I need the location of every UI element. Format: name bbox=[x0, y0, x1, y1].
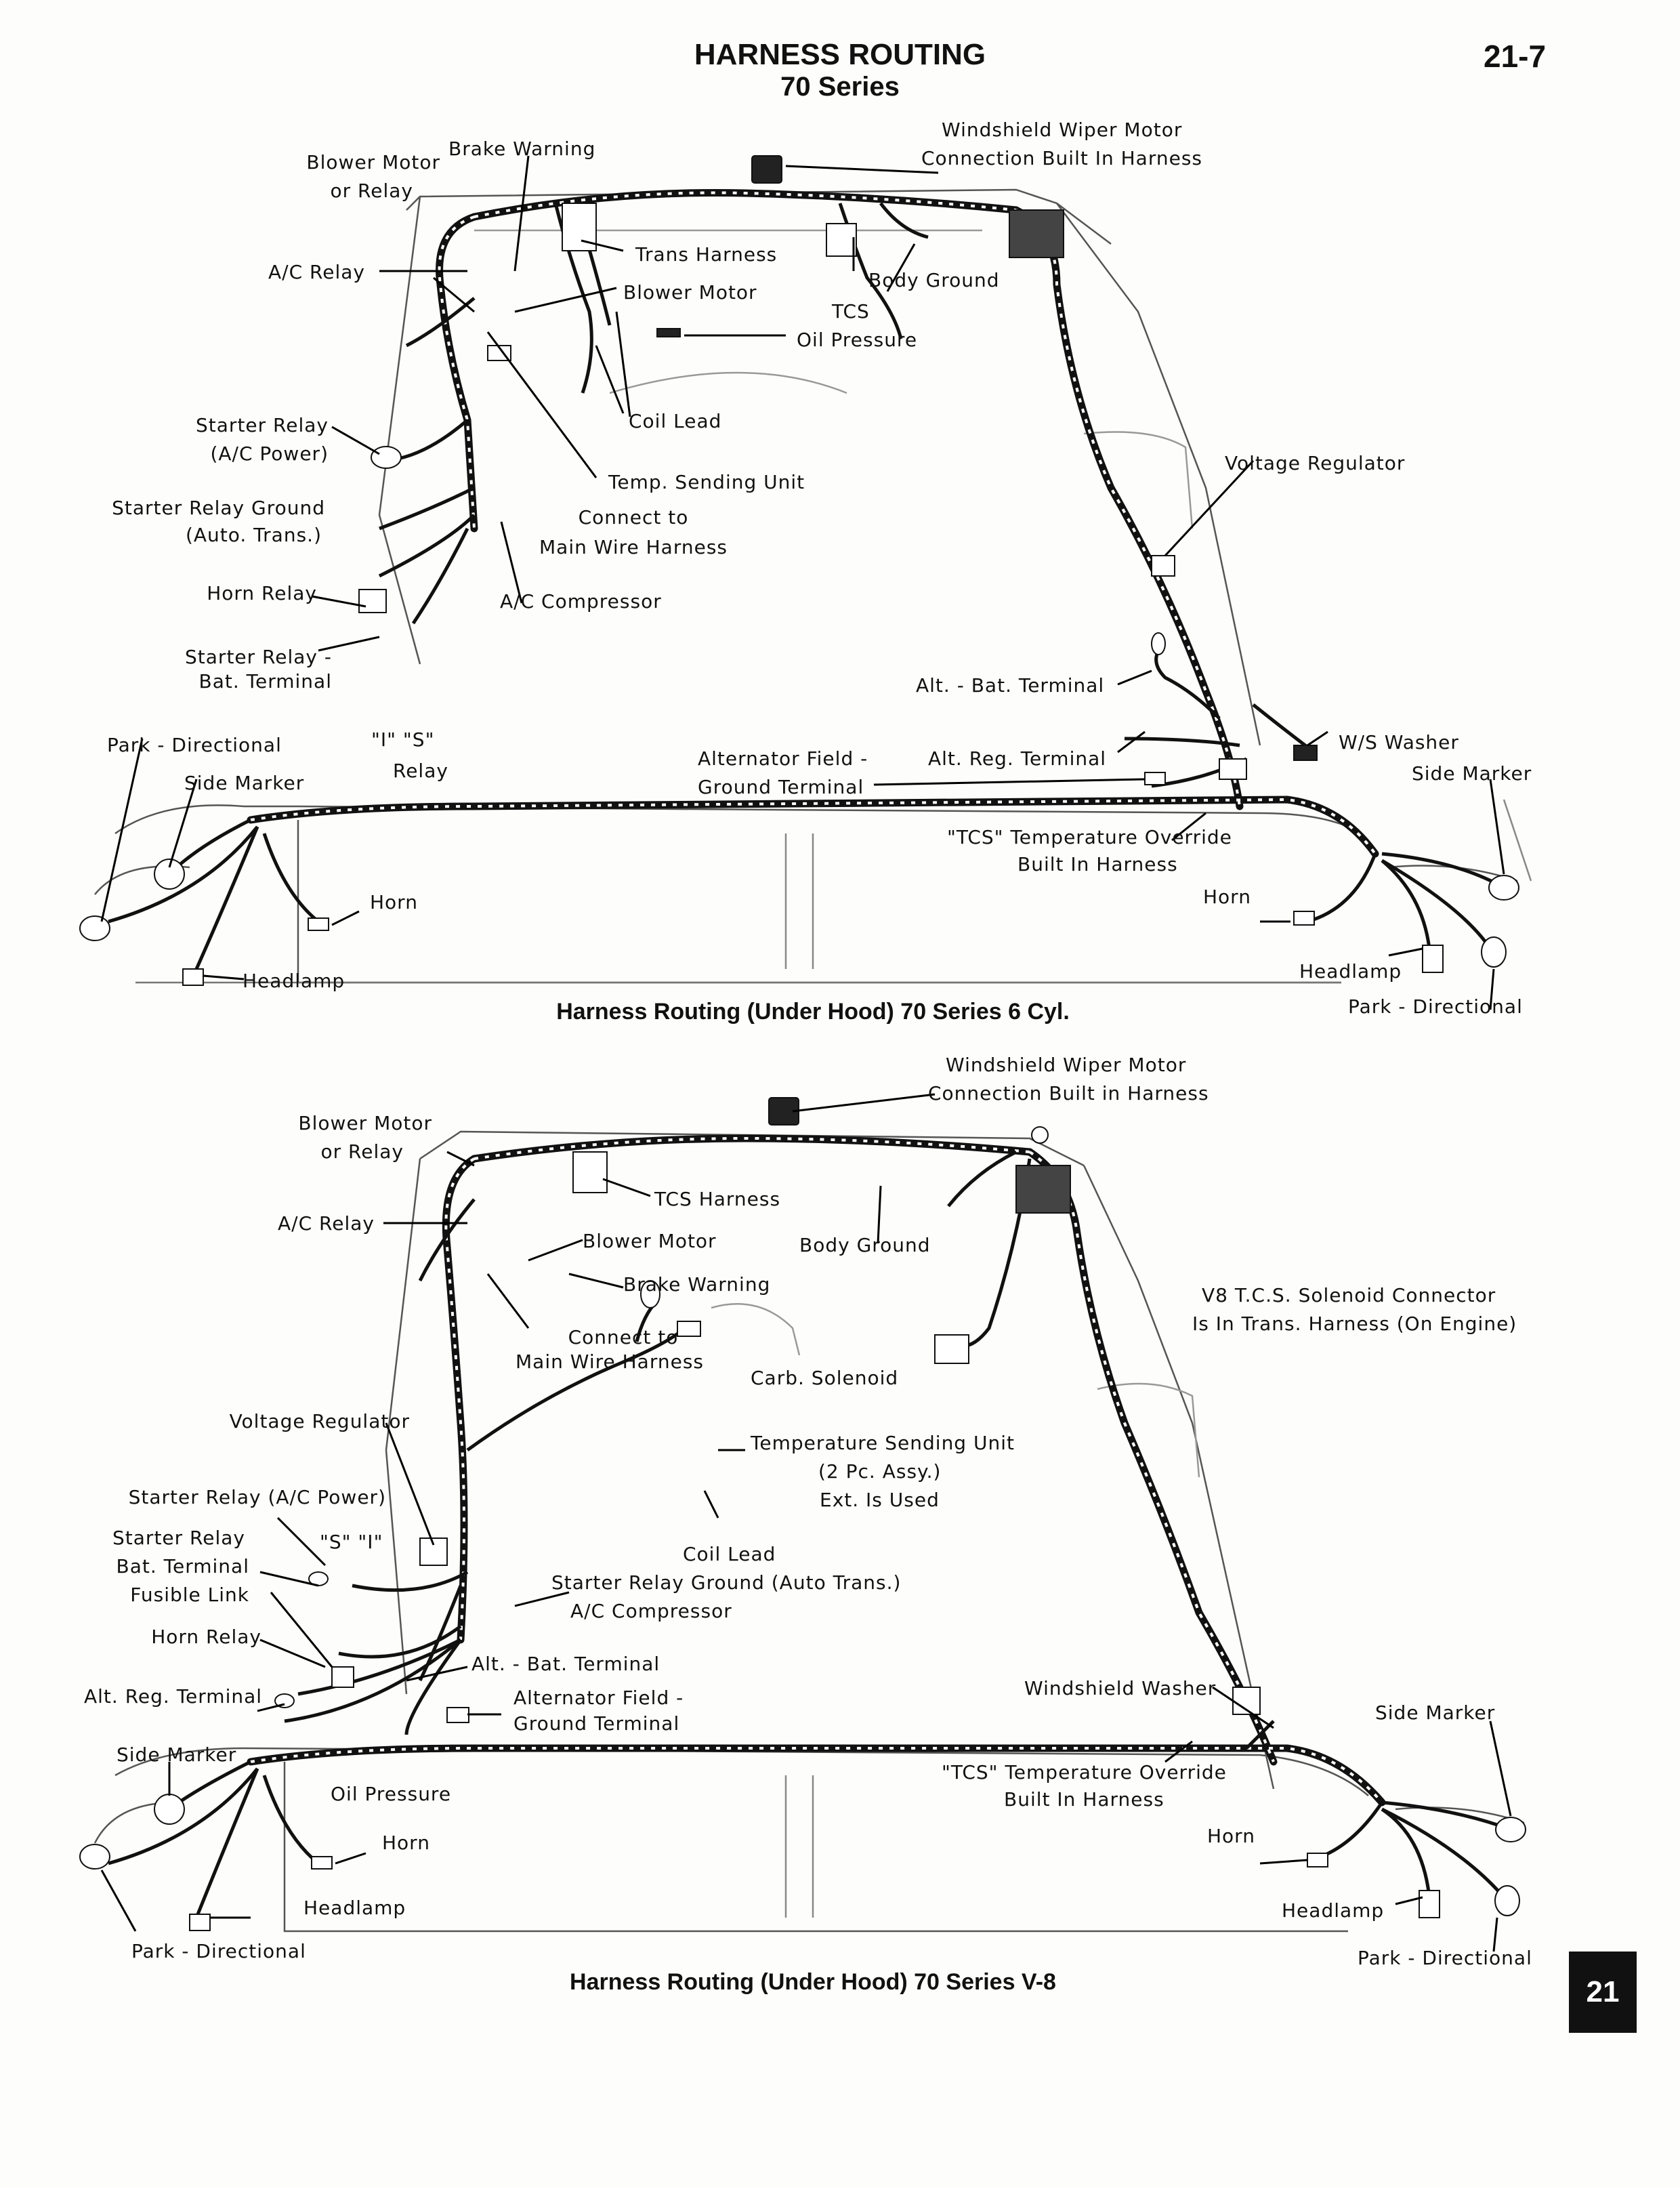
d2-temp-sending-label-2: (2 Pc. Assy.) bbox=[818, 1460, 942, 1483]
page-title: HARNESS ROUTING bbox=[694, 38, 986, 71]
d2-ac-relay-label: A/C Relay bbox=[278, 1212, 375, 1235]
d2-alternator-field-label-2: Ground Terminal bbox=[513, 1712, 680, 1735]
d2-blower-motor-relay-label-2: or Relay bbox=[320, 1140, 404, 1163]
d2-blower-motor-label: Blower Motor bbox=[583, 1230, 717, 1252]
d2-headlamp-left-label: Headlamp bbox=[303, 1897, 406, 1919]
d2-horn-relay-label: Horn Relay bbox=[151, 1626, 261, 1648]
d2-v8-tcs-label-1: V8 T.C.S. Solenoid Connector bbox=[1202, 1284, 1496, 1306]
d2-brake-warning-label: Brake Warning bbox=[623, 1273, 771, 1296]
d1-blower-motor-relay-label-2: or Relay bbox=[330, 180, 413, 202]
d2-v8-tcs-label-2: Is In Trans. Harness (On Engine) bbox=[1192, 1313, 1517, 1335]
d1-temp-sending-unit-label: Temp. Sending Unit bbox=[608, 471, 805, 493]
d2-alternator-field-label-1: Alternator Field - bbox=[513, 1687, 684, 1709]
d2-horn-left-label: Horn bbox=[382, 1832, 430, 1854]
d1-coil-lead-label: Coil Lead bbox=[629, 410, 722, 432]
d1-alternator-field-label-2: Ground Terminal bbox=[698, 776, 864, 798]
d1-starter-relay-ground-label-1: Starter Relay Ground bbox=[112, 497, 325, 519]
d2-starter-relay-bat-label-2: Bat. Terminal bbox=[116, 1555, 249, 1577]
d2-starter-relay-ground-label: Starter Relay Ground (Auto Trans.) bbox=[551, 1571, 902, 1594]
d1-park-directional-right-label: Park - Directional bbox=[1348, 995, 1523, 1018]
d2-side-marker-right-label: Side Marker bbox=[1375, 1701, 1496, 1724]
d1-voltage-regulator-label: Voltage Regulator bbox=[1225, 452, 1406, 474]
d1-relay-label: Relay bbox=[393, 760, 448, 782]
diagram-1-artwork bbox=[79, 155, 1532, 1010]
d2-temp-sending-label-3: Ext. Is Used bbox=[820, 1489, 940, 1511]
d2-alt-reg-terminal-label: Alt. Reg. Terminal bbox=[84, 1685, 263, 1708]
d1-connect-main-label-1: Connect to bbox=[578, 506, 689, 529]
d2-side-marker-left-label: Side Marker bbox=[117, 1743, 237, 1766]
d2-alt-bat-terminal-label: Alt. - Bat. Terminal bbox=[471, 1653, 660, 1675]
d2-connect-main-label-1: Connect to bbox=[568, 1326, 679, 1348]
d1-park-directional-left-label: Park - Directional bbox=[107, 734, 282, 756]
d2-wiper-motor-label-1: Windshield Wiper Motor bbox=[946, 1054, 1187, 1076]
d1-tcs-label: TCS bbox=[832, 300, 870, 323]
d2-ac-compressor-label: A/C Compressor bbox=[570, 1600, 732, 1622]
d1-blower-motor-label: Blower Motor bbox=[623, 281, 757, 304]
d2-body-ground-label: Body Ground bbox=[799, 1234, 931, 1256]
d1-starter-relay-bat-label-2: Bat. Terminal bbox=[198, 670, 332, 693]
d2-horn-right-label: Horn bbox=[1207, 1825, 1255, 1847]
d1-headlamp-right-label: Headlamp bbox=[1299, 960, 1402, 983]
d2-blower-motor-relay-label-1: Blower Motor bbox=[298, 1112, 432, 1134]
d1-connect-main-label-2: Main Wire Harness bbox=[539, 536, 728, 558]
d2-headlamp-right-label: Headlamp bbox=[1282, 1899, 1385, 1922]
d2-tcs-override-label-1: "TCS" Temperature Override bbox=[942, 1761, 1227, 1783]
d1-headlamp-left-label: Headlamp bbox=[243, 970, 345, 992]
d2-s-i-label: "S" "I" bbox=[320, 1531, 383, 1553]
d2-carb-solenoid-label: Carb. Solenoid bbox=[751, 1367, 899, 1389]
d2-wiper-motor-label-2: Connection Built in Harness bbox=[928, 1082, 1209, 1105]
d1-wiper-motor-label-2: Connection Built In Harness bbox=[921, 147, 1203, 169]
d2-temp-sending-label-1: Temperature Sending Unit bbox=[751, 1432, 1015, 1454]
d2-caption: Harness Routing (Under Hood) 70 Series V… bbox=[570, 1969, 1056, 1995]
d1-tcs-override-label-2: Built In Harness bbox=[1017, 853, 1178, 875]
d1-alt-bat-terminal-label: Alt. - Bat. Terminal bbox=[916, 674, 1105, 697]
d2-coil-lead-label: Coil Lead bbox=[683, 1543, 776, 1565]
diagram-2-artwork bbox=[79, 1093, 1526, 1952]
d1-starter-relay-ac-label-1: Starter Relay bbox=[196, 414, 329, 436]
section-tab: 21 bbox=[1569, 1952, 1637, 2033]
d1-ac-relay-label: A/C Relay bbox=[268, 261, 365, 283]
d1-alternator-field-label-1: Alternator Field - bbox=[698, 747, 868, 770]
d1-horn-left-label: Horn bbox=[370, 891, 418, 913]
d2-park-directional-left-label: Park - Directional bbox=[131, 1940, 306, 1962]
page-subtitle: 70 Series bbox=[780, 72, 900, 102]
d2-fusible-link-label: Fusible Link bbox=[130, 1584, 249, 1606]
d1-horn-right-label: Horn bbox=[1203, 886, 1251, 908]
d2-windshield-washer-label: Windshield Washer bbox=[1024, 1677, 1217, 1699]
d1-body-ground-label: Body Ground bbox=[868, 269, 1000, 291]
d1-i-s-label: "I" "S" bbox=[371, 728, 435, 751]
d1-horn-relay-label: Horn Relay bbox=[207, 582, 317, 604]
d1-alt-reg-terminal-label: Alt. Reg. Terminal bbox=[928, 747, 1107, 770]
d1-ws-washer-label: W/S Washer bbox=[1339, 731, 1459, 754]
d1-wiper-motor-label-1: Windshield Wiper Motor bbox=[942, 119, 1183, 141]
d1-starter-relay-bat-label-1: Starter Relay - bbox=[185, 646, 332, 668]
d2-tcs-harness-label: TCS Harness bbox=[654, 1188, 781, 1210]
d1-starter-relay-ac-label-2: (A/C Power) bbox=[210, 442, 329, 465]
d1-tcs-override-label-1: "TCS" Temperature Override bbox=[947, 826, 1232, 848]
d2-starter-relay-ac-label: Starter Relay (A/C Power) bbox=[128, 1486, 386, 1508]
d1-oil-pressure-label: Oil Pressure bbox=[797, 329, 918, 351]
d1-side-marker-right-label: Side Marker bbox=[1412, 762, 1532, 785]
d1-ac-compressor-label: A/C Compressor bbox=[500, 590, 662, 613]
d1-caption: Harness Routing (Under Hood) 70 Series 6… bbox=[556, 999, 1070, 1025]
d1-trans-harness-label: Trans Harness bbox=[635, 243, 778, 266]
d2-park-directional-right-label: Park - Directional bbox=[1358, 1947, 1532, 1969]
d1-brake-warning-label: Brake Warning bbox=[448, 138, 596, 160]
d1-side-marker-left-label: Side Marker bbox=[184, 772, 305, 794]
d2-connect-main-label-2: Main Wire Harness bbox=[516, 1350, 704, 1373]
d2-voltage-regulator-label: Voltage Regulator bbox=[229, 1410, 410, 1432]
d1-starter-relay-ground-label-2: (Auto. Trans.) bbox=[185, 524, 322, 546]
d2-starter-relay-bat-label-1: Starter Relay bbox=[112, 1527, 245, 1549]
d2-tcs-override-label-2: Built In Harness bbox=[1004, 1788, 1164, 1811]
page-number: 21-7 bbox=[1484, 39, 1547, 74]
d1-blower-motor-relay-label-1: Blower Motor bbox=[306, 151, 440, 173]
d2-oil-pressure-label: Oil Pressure bbox=[331, 1783, 452, 1805]
